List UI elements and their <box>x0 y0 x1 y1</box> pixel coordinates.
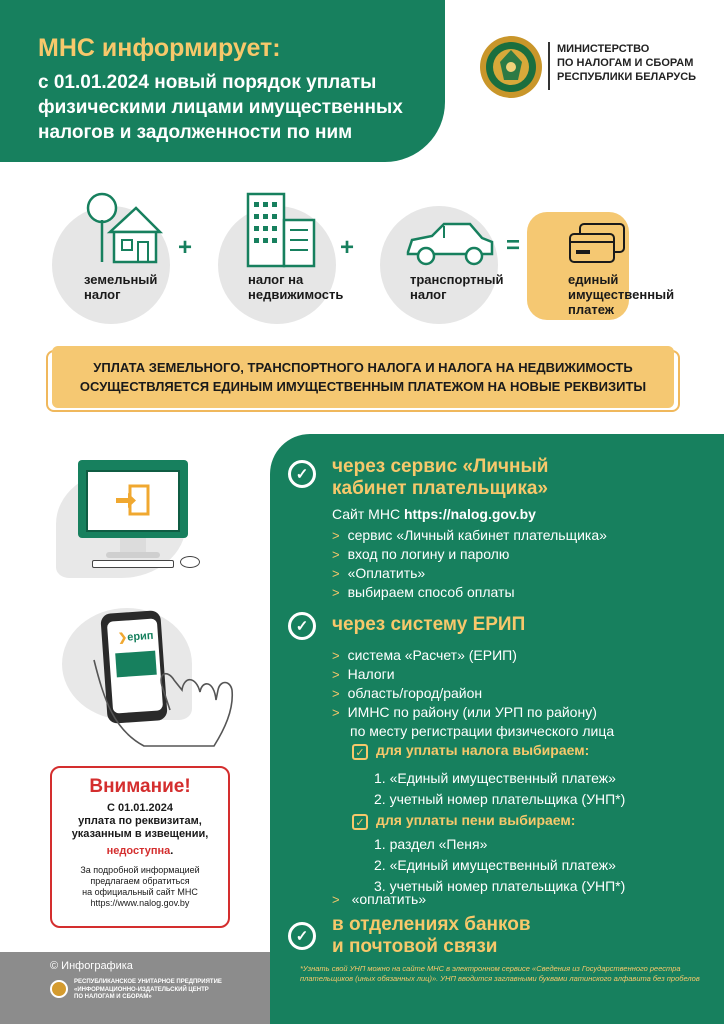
cabinet-title: через сервис «Личный кабинет плательщика… <box>332 456 549 499</box>
ministry-emblem-icon <box>480 36 542 98</box>
plus-sign: + <box>178 234 193 261</box>
monitor-base <box>106 552 160 558</box>
hand-icon <box>93 659 234 747</box>
realty-tax-label: налог на недвижимость <box>248 272 344 302</box>
login-icon <box>116 484 150 516</box>
header-band <box>0 0 445 162</box>
erip-title: через систему ЕРИП <box>332 614 526 635</box>
check-circle-icon: ✓ <box>288 612 316 640</box>
ministry-name: МИНИСТЕРСТВО ПО НАЛОГАМ И СБОРАМ РЕСПУБЛ… <box>557 43 697 83</box>
tax-choice-title: для уплаты налога выбираем: <box>376 742 590 758</box>
monitor-stand <box>120 538 146 552</box>
cabinet-steps: >сервис «Личный кабинет плательщика» >вх… <box>332 527 607 600</box>
copyright: © Инфографика <box>50 960 133 972</box>
page-title: МНС информирует: <box>38 34 281 62</box>
payment-banner: УПЛАТА ЗЕМЕЛЬНОГО, ТРАНСПОРТНОГО НАЛОГА … <box>52 346 674 408</box>
attention-info: За подробной информацией предлагаем обра… <box>52 865 228 909</box>
single-payment-box <box>527 212 629 320</box>
single-payment-label: единый имущественный платеж <box>568 272 675 317</box>
publisher-logo-icon <box>50 980 68 998</box>
check-circle-icon: ✓ <box>288 460 316 488</box>
page-subtitle: с 01.01.2024 новый порядок уплаты физиче… <box>38 72 403 143</box>
erip-steps: >система «Расчет» (ЕРИП) >Налоги >област… <box>332 647 615 739</box>
checkbox-icon: ✓ <box>352 814 368 830</box>
equals-sign: = <box>506 232 521 259</box>
site-line: Сайт МНС https://nalog.gov.by <box>332 506 536 522</box>
banks-title: в отделениях банков и почтовой связи <box>332 914 531 957</box>
plus-sign: + <box>340 234 355 261</box>
pay-step: >«оплатить» <box>332 891 427 907</box>
attention-text: С 01.01.2024 уплата по реквизитам, указа… <box>71 802 209 857</box>
footer-band <box>0 952 270 1024</box>
car-icon <box>406 222 494 266</box>
tax-choice-list: 1. «Единый имущественный платеж» 2. учет… <box>374 770 626 807</box>
land-tax-label: земельный налог <box>84 272 158 302</box>
house-icon <box>86 192 164 264</box>
publisher-name: РЕСПУБЛИКАНСКОЕ УНИТАРНОЕ ПРЕДПРИЯТИЕ «И… <box>74 979 222 1000</box>
payment-methods-panel <box>270 434 724 1024</box>
penalty-title: для уплаты пени выбираем: <box>376 812 576 828</box>
keyboard-icon <box>92 560 174 568</box>
attention-link[interactable]: https://www.nalog.gov.by <box>90 898 190 908</box>
cards-icon <box>569 223 625 263</box>
footnote: *Узнать свой УНП можно на сайте МНС в эл… <box>300 964 700 983</box>
attention-box: Внимание! С 01.01.2024 уплата по реквизи… <box>50 766 230 928</box>
attention-title: Внимание! <box>89 776 191 797</box>
transport-tax-circle <box>380 206 498 324</box>
site-link[interactable]: https://nalog.gov.by <box>403 506 536 522</box>
mouse-icon <box>180 556 200 568</box>
buildings-icon <box>246 192 316 268</box>
transport-tax-label: транспортный налог <box>410 272 504 302</box>
check-circle-icon: ✓ <box>288 922 316 950</box>
checkbox-icon: ✓ <box>352 744 368 760</box>
ministry-divider <box>548 42 550 90</box>
penalty-list: 1. раздел «Пеня» 2. «Единый имущественны… <box>374 836 626 894</box>
